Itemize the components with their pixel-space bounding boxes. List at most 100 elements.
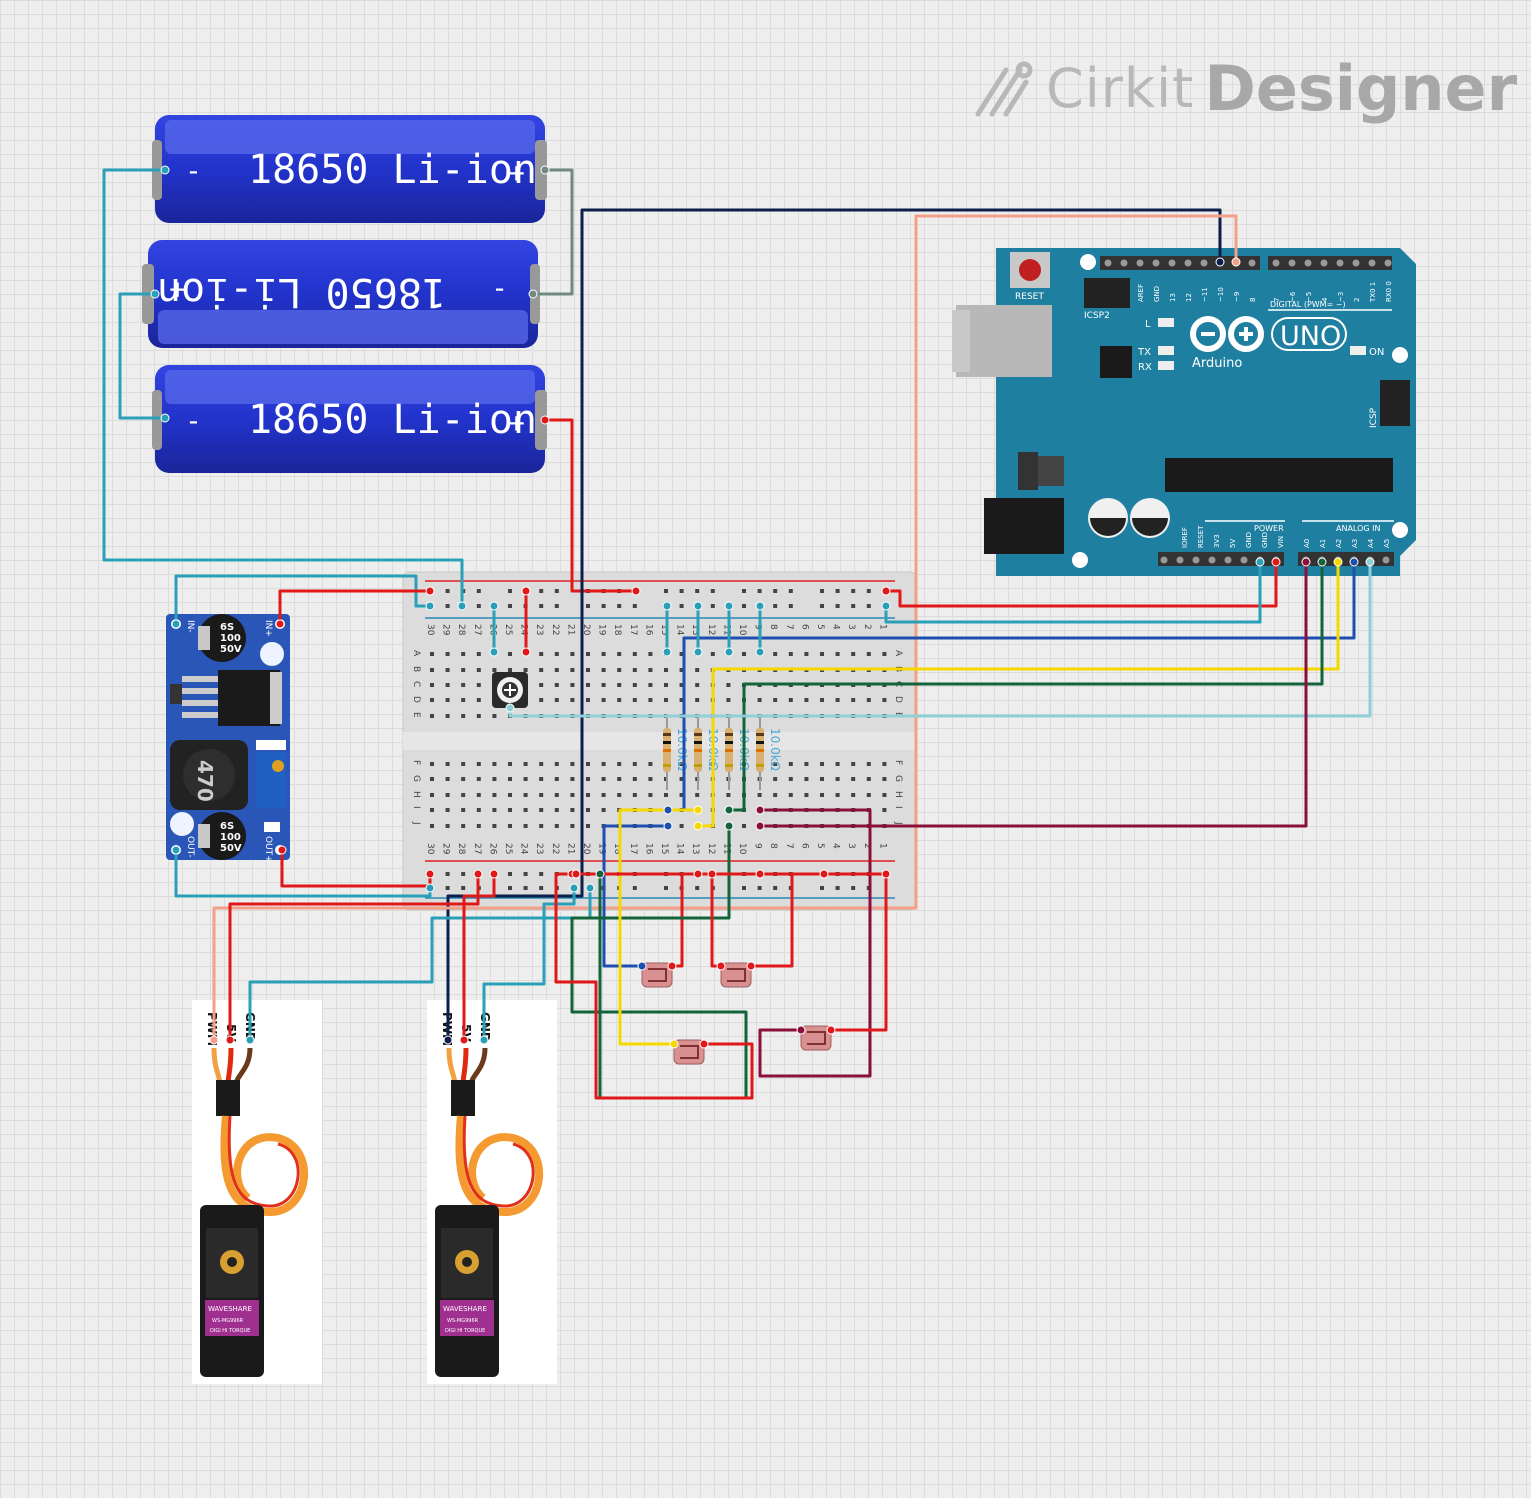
arduino-digital-pin-label: ~11: [1201, 287, 1209, 302]
arduino-tx-label: TX: [1137, 347, 1151, 358]
wire-endpoint: [160, 165, 170, 175]
wire-endpoint: [425, 586, 435, 596]
arduino-power-pin-label: 3V3: [1213, 534, 1221, 548]
breadboard-col-label-top: 30: [425, 624, 435, 636]
breadboard-col-label-bottom: 5: [815, 843, 825, 849]
wire-endpoint: [716, 961, 726, 971]
wire-endpoint: [693, 601, 703, 611]
wire-endpoint: [663, 805, 673, 815]
resistor-4[interactable]: 10.0kΩ: [756, 714, 782, 790]
arduino-analog-pin-label: A2: [1335, 539, 1343, 548]
logo-word-cirkit: Cirkit: [1046, 56, 1195, 120]
arduino-power-pin-label: 5V: [1229, 539, 1237, 548]
breadboard-col-label-bottom: 3: [846, 843, 856, 849]
wire-ldr1-left-blue: [602, 824, 670, 968]
breadboard-col-label-top: 4: [831, 624, 841, 630]
wire-endpoint: [521, 647, 531, 657]
wire-endpoint: [1255, 557, 1265, 567]
arduino-header-hole: [1336, 259, 1344, 267]
wire-endpoint: [755, 601, 765, 611]
breadboard-row-label: H: [893, 791, 903, 798]
arduino-header-hole: [1104, 259, 1112, 267]
arduino-header-hole: [1192, 556, 1200, 564]
breadboard-col-label-bottom: 29: [441, 843, 451, 855]
battery-3-label: 18650 Li-ion: [248, 397, 537, 443]
wire-endpoint: [505, 703, 515, 713]
arduino-uno[interactable]: RESET ICSP2 ICSP L TX RX ON UNO Arduino: [952, 248, 1416, 576]
photoresistor-4[interactable]: [800, 1025, 832, 1051]
wire-buck-out-pos: [280, 848, 432, 888]
buck-converter[interactable]: IN- IN+ OUT- OUT+ 6S 100 50V 470 6S 100 …: [166, 614, 290, 863]
arduino-header-hole: [1200, 259, 1208, 267]
wire-endpoint: [662, 601, 672, 611]
arduino-digital-pin-label: 12: [1185, 293, 1193, 302]
wire-endpoint: [569, 883, 579, 893]
servo-2[interactable]: PWM 5V GND WAVESHARE WS-MG996R DIGI HI T…: [427, 1000, 557, 1384]
wire-vin: [884, 560, 1278, 608]
breadboard-row-label: F: [893, 760, 903, 765]
battery-3[interactable]: - 18650 Li-ion +: [152, 365, 547, 473]
arduino-digital-pin-label: ~10: [1217, 287, 1225, 302]
wires[interactable]: [102, 168, 1372, 1100]
photoresistor-2[interactable]: [720, 962, 752, 988]
breadboard-col-label-bottom: 16: [643, 843, 653, 855]
arduino-header-hole: [1240, 556, 1248, 564]
wire-gnd: [884, 560, 1262, 624]
wire-endpoint: [425, 601, 435, 611]
breadboard-col-label-bottom: 25: [503, 843, 513, 854]
breadboard-row-label: A: [893, 650, 903, 657]
wire-salmon-pin9: [212, 214, 1238, 1042]
wire-endpoint: [473, 869, 483, 879]
breadboard-col-label-top: 10: [737, 624, 747, 636]
breadboard-col-label-top: 7: [784, 624, 794, 630]
wire-endpoint: [457, 601, 467, 611]
wire-battery1-to-battery2: [531, 168, 574, 296]
breadboard-col-label-top: 6: [799, 624, 809, 630]
arduino-header-hole: [1208, 556, 1216, 564]
wire-endpoint: [693, 869, 703, 879]
arduino-digital-pin-label: 13: [1169, 293, 1177, 302]
breadboard-col-label-bottom: 1: [877, 843, 887, 849]
wire-endpoint: [540, 415, 550, 425]
wire-endpoint: [881, 586, 891, 596]
wire-endpoint: [277, 845, 287, 855]
breadboard-col-label-top: 21: [565, 624, 575, 635]
arduino-power-label: POWER: [1254, 524, 1284, 533]
wire-endpoint: [150, 289, 160, 299]
wire-endpoint: [724, 805, 734, 815]
arduino-brand-label: Arduino: [1192, 356, 1242, 371]
wire-endpoint: [693, 805, 703, 815]
battery-2[interactable]: - 18650 Li-ion +: [142, 240, 540, 348]
resistor-1-label: 10.0kΩ: [675, 728, 689, 771]
wire-endpoint: [225, 1035, 235, 1045]
breadboard-col-label-bottom: 23: [534, 843, 544, 854]
arduino-header-hole: [1272, 259, 1280, 267]
photoresistor-3[interactable]: [673, 1039, 705, 1065]
arduino-header-hole: [1176, 556, 1184, 564]
battery-1[interactable]: - 18650 Li-ion +: [152, 115, 547, 223]
breadboard-col-label-bottom: 12: [706, 843, 716, 854]
battery-3-neg: -: [185, 404, 202, 437]
wire-endpoint: [631, 586, 641, 596]
wire-battery3-pos-to-breadboard: [543, 418, 638, 593]
wire-endpoint: [459, 1035, 469, 1045]
breadboard-row-label: I: [893, 806, 903, 809]
wire-endpoint: [746, 961, 756, 971]
breadboard-row-label: D: [411, 696, 421, 703]
photoresistor-1[interactable]: [641, 962, 673, 988]
breadboard-col-label-top: 11: [721, 624, 731, 635]
wire-servo1-5v: [228, 872, 480, 1042]
wire-endpoint: [540, 165, 550, 175]
servo-1-model: WS-MG996R: [212, 1318, 244, 1324]
breadboard-col-label-bottom: 13: [690, 843, 700, 854]
wire-endpoint: [1317, 557, 1327, 567]
servo-1[interactable]: PWM 5V GND WAVESHARE WS-MG996R DIGI HI T…: [192, 1000, 322, 1384]
breadboard-col-label-top: 2: [862, 624, 872, 630]
breadboard-col-label-bottom: 8: [768, 843, 778, 849]
potentiometer[interactable]: [492, 672, 528, 708]
breadboard-col-label-bottom: 28: [456, 843, 466, 855]
wire-servo1-gnd: [248, 886, 592, 1042]
